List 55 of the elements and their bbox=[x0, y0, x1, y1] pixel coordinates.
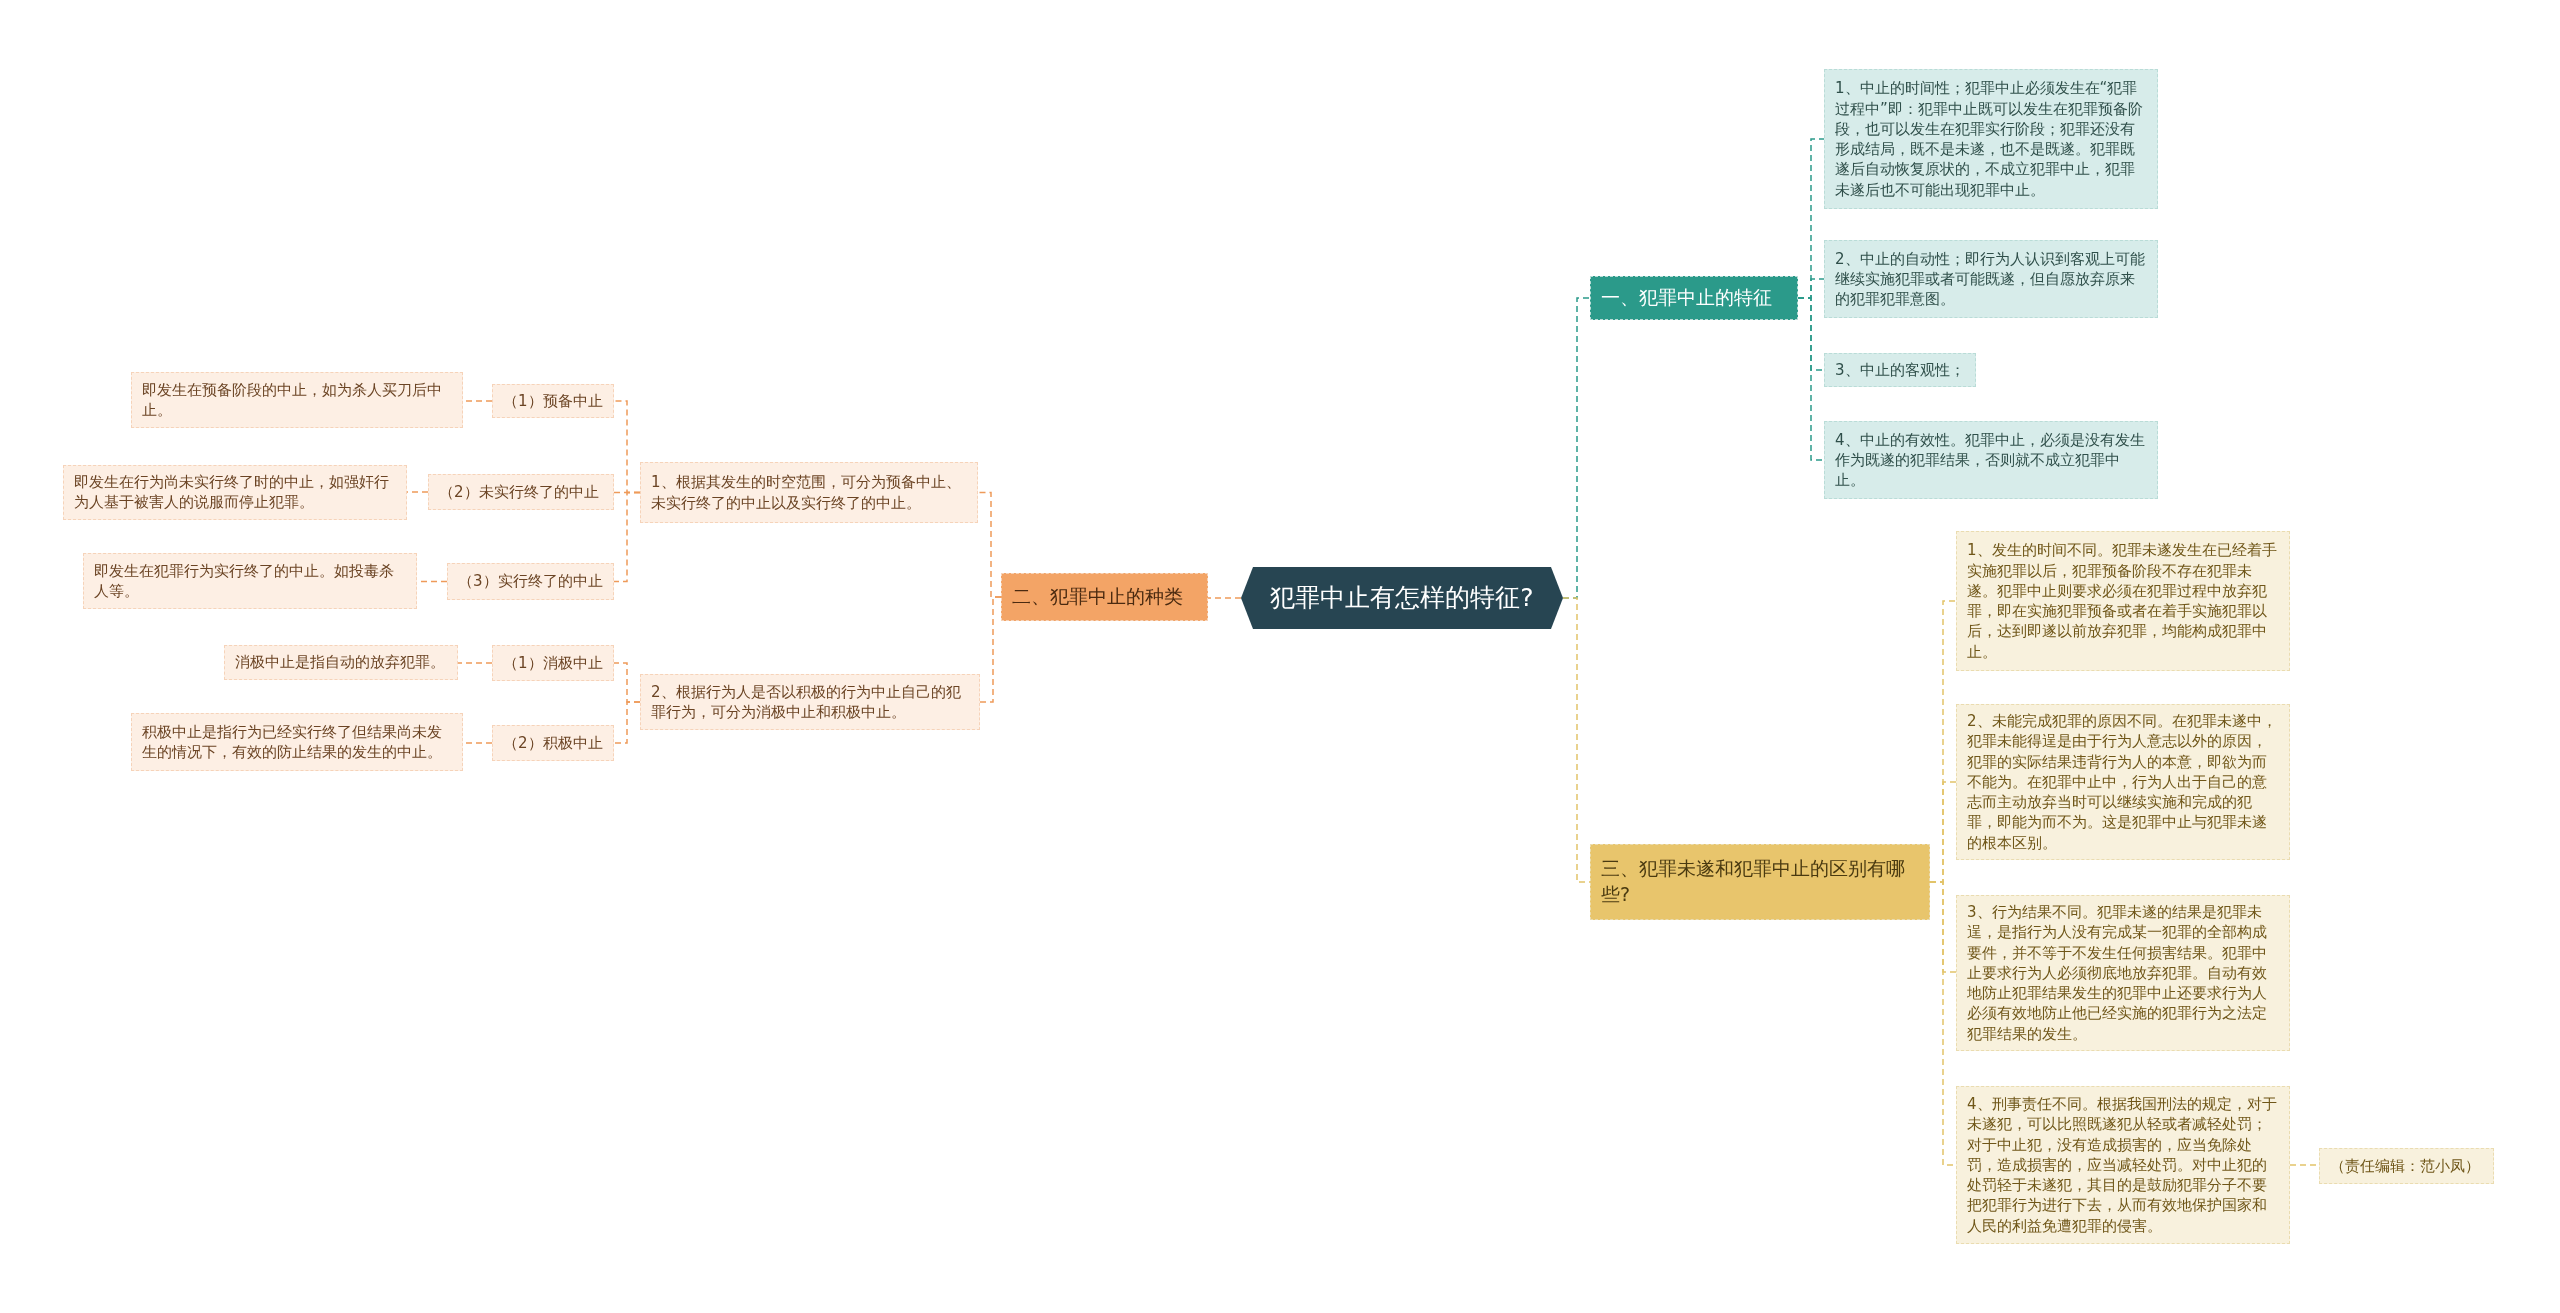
subtopic-card bbox=[1824, 421, 2158, 499]
subtopic-card bbox=[1824, 240, 2158, 318]
subtopic-card bbox=[1824, 69, 2158, 209]
topic-text: 三、犯罪未遂和犯罪中止的区别有哪些? bbox=[1601, 856, 1906, 907]
topic-title: 犯罪中止有怎样的特征? bbox=[1270, 582, 1534, 615]
subtopic-card bbox=[1824, 353, 1976, 388]
connector-line bbox=[979, 596, 1002, 703]
subtopic-card bbox=[1956, 531, 2290, 671]
topic-text: 3、中止的客观性； bbox=[1835, 360, 1965, 381]
topic-text: 1、中止的时间性；犯罪中止必须发生在“犯罪过程中”即：犯罪中止既可以发生在犯罪预备阶段，也可以发生在犯罪实行阶段；犯罪还没有形成结局，既不是未遂，也不是既遂。犯罪既遂后自动恢复原状的，不成立犯罪中止，犯罪未遂后也不可能出现犯罪中止。 bbox=[1835, 78, 2144, 200]
topic-text: 消极中止是指自动的放弃犯罪。 bbox=[235, 652, 445, 673]
subtopic-card bbox=[131, 372, 463, 428]
topic-text: 积极中止是指行为已经实行终了但结果尚未发生的情况下，有效的防止结果的发生的中止。 bbox=[142, 721, 443, 763]
connector-line bbox=[613, 701, 641, 744]
subtopic-card bbox=[63, 465, 407, 520]
topic-text: 3、行为结果不同。犯罪未遂的结果是犯罪未逞，是指行为人没有完成某一犯罪的全部构成要件，并不等于不发生任何损害结果。犯罪中止要求行为人必须彻底地放弃犯罪。自动有效地防止犯罪结果发生的犯罪中止还要求行为人必须有效地防止他已经实施的犯罪行为之法定犯罪结果的发生。 bbox=[1967, 902, 2268, 1044]
topic-text: 二、犯罪中止的种类 bbox=[1012, 584, 1183, 610]
branch-topic bbox=[1590, 844, 1930, 920]
topic-text: （责任编辑：范小凤） bbox=[2330, 1155, 2480, 1177]
subtopic-card bbox=[83, 553, 417, 609]
topic-text: 2、未能完成犯罪的原因不同。在犯罪未遂中，犯罪未能得逞是由于行为人意志以外的原因，犯罪的实际结果违背行为人的本意，即欲为而不能为。在犯罪中止中，行为人出于自己的意志而主动放弃当时可以继续实施和完成的犯罪，即能为而不为。这是犯罪中止与犯罪未遂的根本区别。 bbox=[1967, 711, 2278, 853]
topic-text: （2）未实行终了的中止 bbox=[439, 481, 599, 503]
topic-text: （3）实行终了的中止 bbox=[458, 571, 603, 592]
topic-text: 一、犯罪中止的特征 bbox=[1601, 285, 1772, 311]
topic-text: 1、根据其发生的时空范围，可分为预备中止、未实行终了的中止以及实行终了的中止。 bbox=[651, 472, 962, 513]
subtopic-card bbox=[428, 474, 614, 510]
connector-line bbox=[1797, 297, 1825, 461]
branch-topic bbox=[1590, 276, 1798, 320]
subtopic-card bbox=[1956, 1086, 2290, 1244]
connector-line bbox=[1207, 597, 1242, 599]
subtopic-card bbox=[2319, 1148, 2494, 1184]
subtopic-card bbox=[492, 645, 614, 681]
subtopic-card bbox=[1956, 895, 2290, 1051]
topic-text: 4、刑事责任不同。根据我国刑法的规定，对于未遂犯，可以比照既遂犯从轻或者减轻处罚；对于中止犯，没有造成损害的，应当免除处罚，造成损害的，应当减轻处罚。对中止犯的处罚轻于未遂犯，其目的是鼓励犯罪分子不要把犯罪行为进行下去，从而有效地保护国家和人民的利益免遭犯罪的侵害。 bbox=[1967, 1094, 2278, 1236]
subtopic-card bbox=[224, 645, 458, 680]
subtopic-card bbox=[640, 674, 980, 730]
branch-topic bbox=[1001, 573, 1208, 621]
subtopic-card bbox=[492, 725, 614, 761]
subtopic-card bbox=[492, 384, 614, 419]
connector-line bbox=[613, 491, 641, 583]
subtopic-card bbox=[640, 462, 978, 523]
topic-text: （1）消极中止 bbox=[503, 652, 603, 674]
topic-text: 4、中止的有效性。犯罪中止，必须是没有发生作为既遂的犯罪结果，否则就不成立犯罪中止。 bbox=[1835, 429, 2146, 491]
subtopic-card bbox=[131, 713, 463, 771]
topic-text: 即发生在犯罪行为实行终了的中止。如投毒杀人等。 bbox=[94, 560, 395, 602]
topic-text: 即发生在预备阶段的中止，如为杀人买刀后中止。 bbox=[142, 379, 443, 421]
topic-text: （2）积极中止 bbox=[503, 732, 603, 754]
topic-text: 1、发生的时间不同。犯罪未遂发生在已经着手实施犯罪以后，犯罪预备阶段不存在犯罪未遂。犯罪中止则要求必须在犯罪过程中放弃犯罪，即在实施犯罪预备或者在着手实施犯罪以后，达到即遂以前放弃犯罪，均能构成犯罪中止。 bbox=[1967, 540, 2278, 662]
topic-text: 2、中止的自动性；即行为人认识到客观上可能继续实施犯罪或者可能既遂，但自愿放弃原来的犯罪犯罪意图。 bbox=[1835, 248, 2146, 310]
topic-text: 即发生在行为尚未实行终了时的中止，如强奸行为人基于被害人的说服而停止犯罪。 bbox=[74, 472, 390, 513]
subtopic-card bbox=[447, 563, 614, 600]
connector-line bbox=[457, 662, 493, 664]
subtopic-card bbox=[1956, 704, 2290, 860]
topic-text: （1）预备中止 bbox=[503, 391, 603, 412]
topic-text: 2、根据行为人是否以积极的行为中止自己的犯罪行为，可分为消极中止和积极中止。 bbox=[651, 681, 962, 723]
